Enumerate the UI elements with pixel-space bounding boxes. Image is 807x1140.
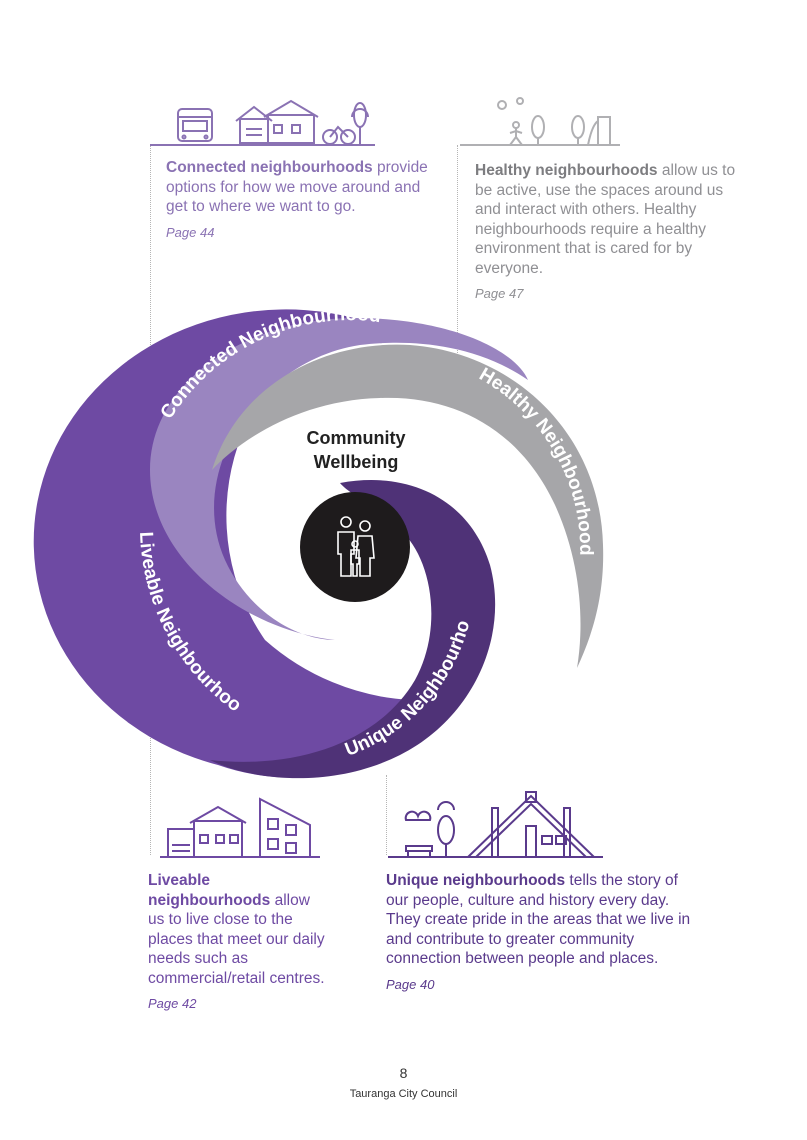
healthy-description: Healthy neighbourhoods allow us to be ac…: [475, 161, 745, 278]
houses-icon: [160, 797, 320, 858]
unique-page-link[interactable]: Page 40: [386, 976, 435, 992]
connector-line-healthy: [457, 145, 458, 355]
center-title-line1: Community: [307, 428, 406, 448]
unique-segment: [210, 480, 496, 779]
center-title-line2: Wellbeing: [314, 452, 399, 472]
page-number: 8: [399, 1065, 408, 1081]
liveable-body: allow us to live close to the places tha…: [148, 891, 325, 987]
unique-title: Unique neighbourhoods: [386, 872, 566, 889]
connected-body: provide options for how we move around a…: [166, 159, 428, 215]
connector-line-liveable: [150, 690, 151, 855]
unique-body: tells the story of our people, culture a…: [386, 872, 691, 967]
connector-line-unique: [386, 775, 387, 855]
unique-text-block: Unique neighbourhoods tells the story of…: [386, 871, 701, 992]
unique-description: Unique neighbourhoods tells the story of…: [386, 871, 701, 969]
liveable-text-block: Liveable neighbourhoods allow us to live…: [148, 871, 328, 1011]
connected-text-block: Connected neighbourhoods provide options…: [166, 158, 431, 240]
organisation-name: Tauranga City Council: [349, 1088, 458, 1100]
healthy-body: allow us to be active, use the spaces ar…: [475, 162, 736, 277]
family-icon: [337, 516, 375, 577]
liveable-title: Liveable neighbourhoods: [148, 872, 271, 909]
healthy-title: Healthy neighbourhoods: [475, 162, 658, 179]
healthy-page-link[interactable]: Page 47: [475, 286, 524, 301]
connected-description: Connected neighbourhoods provide options…: [166, 158, 431, 217]
connected-title: Connected neighbourhoods: [166, 159, 373, 176]
healthy-text-block: Healthy neighbourhoods allow us to be ac…: [475, 161, 745, 301]
connected-page-link[interactable]: Page 44: [166, 224, 215, 240]
park-activity-icon: [460, 97, 620, 146]
transport-houses-icon: [150, 99, 375, 146]
connected-segment: [150, 318, 528, 640]
liveable-description: Liveable neighbourhoods allow us to live…: [148, 871, 328, 988]
marae-icon: [388, 791, 603, 858]
liveable-page-link[interactable]: Page 42: [148, 996, 197, 1011]
liveable-segment: [33, 309, 420, 778]
connector-line-connected: [150, 145, 151, 445]
healthy-segment: [212, 344, 604, 668]
